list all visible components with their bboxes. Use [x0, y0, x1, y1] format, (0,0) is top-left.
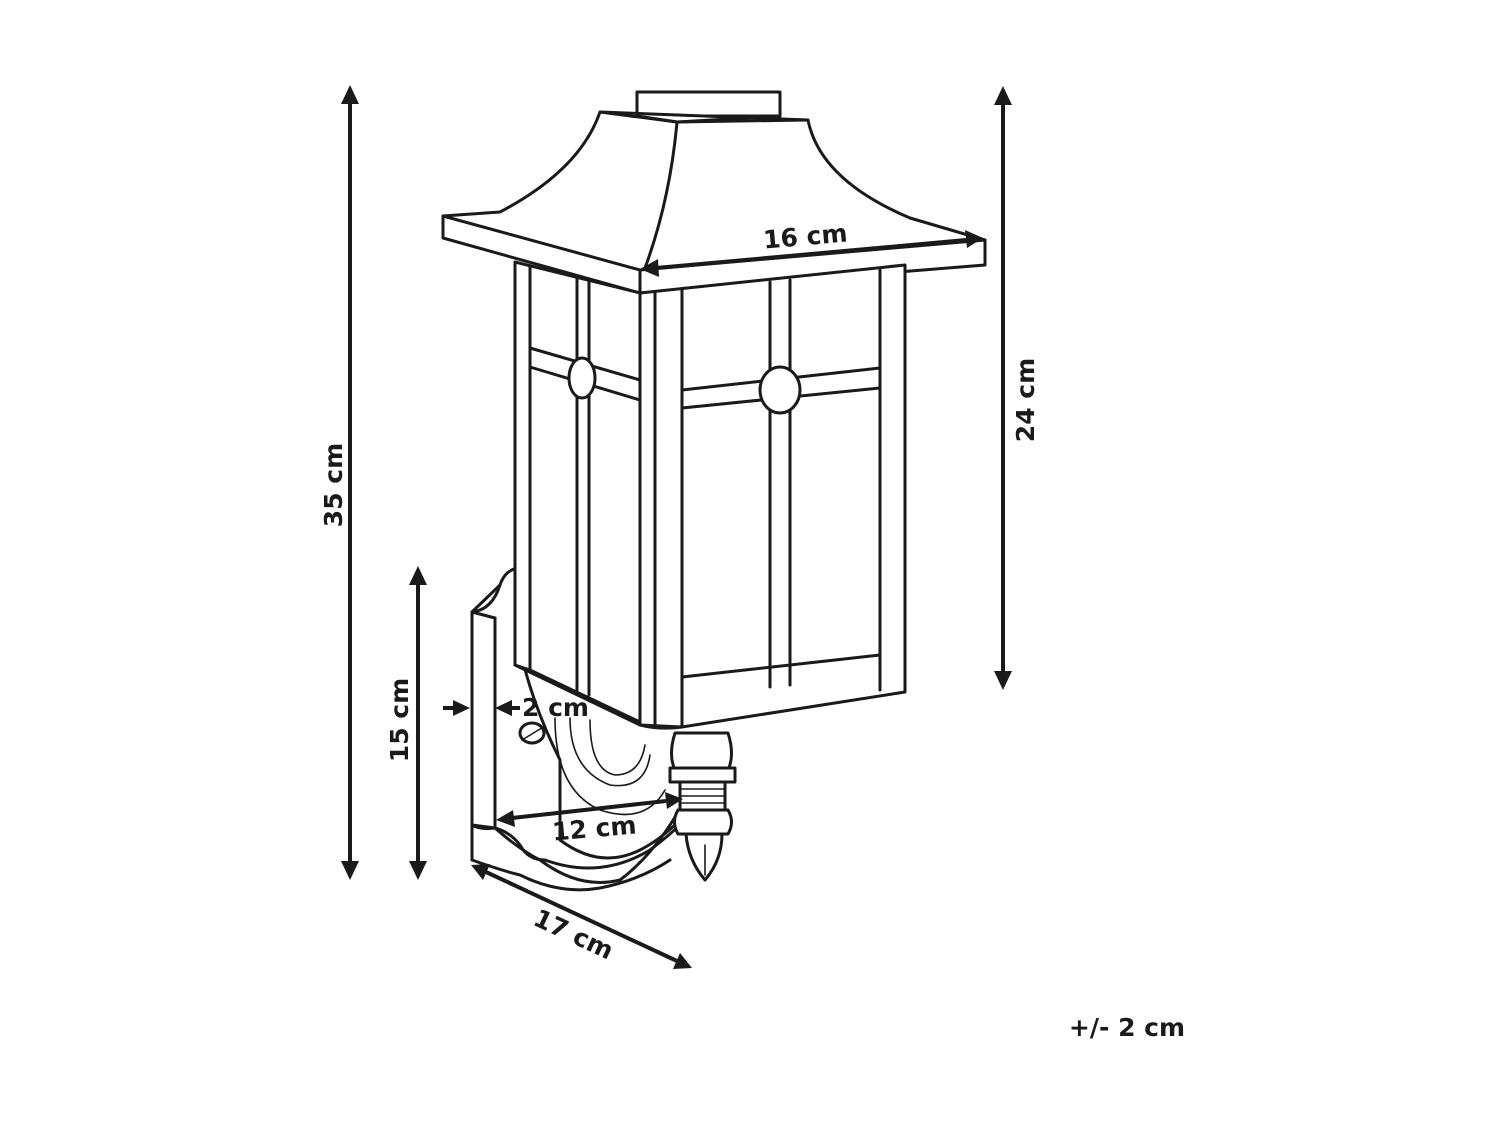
backplate-height-label: 15 cm [385, 678, 414, 762]
lantern-height-label: 24 cm [1011, 358, 1040, 442]
backplate-height-dimension [409, 566, 427, 880]
left-panel-medallion-icon [567, 356, 597, 400]
tolerance-note: +/- 2 cm [1069, 1013, 1185, 1042]
arm-length-dimension [496, 792, 683, 827]
lantern-finial [668, 731, 737, 882]
dimension-lines [341, 85, 1012, 969]
overall-depth-dimension [471, 864, 692, 969]
arm-length-label: 12 cm [551, 810, 638, 846]
front-panel-medallion-icon [758, 365, 802, 415]
lantern-height-dimension [994, 86, 1012, 690]
lamp-arm [554, 717, 666, 816]
lantern-roof [441, 90, 987, 295]
backplate-depth-dimension [443, 700, 520, 716]
wall-lamp-drawing [441, 90, 987, 892]
backplate-depth-label: 2 cm [522, 693, 589, 722]
total-height-dimension [341, 85, 359, 880]
lantern-body [513, 260, 907, 730]
total-height-label: 35 cm [319, 443, 348, 527]
lantern-width-dimension [640, 230, 983, 277]
